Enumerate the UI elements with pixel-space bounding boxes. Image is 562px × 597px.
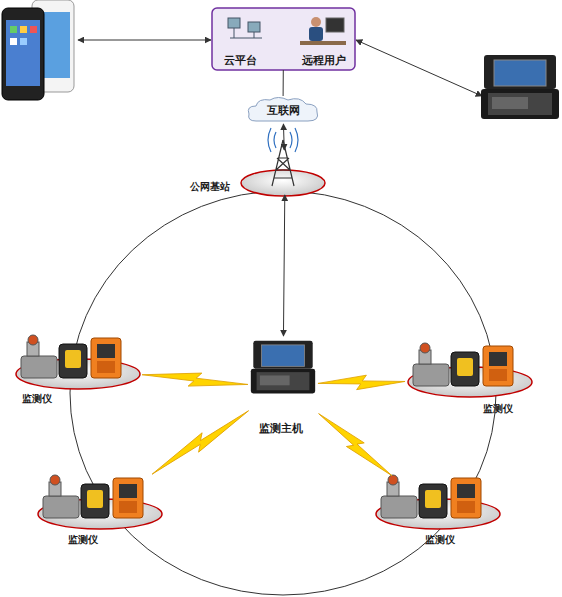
connector-line bbox=[283, 124, 285, 150]
wireless-bolt bbox=[318, 373, 406, 391]
cloud-platform-node: 云平台 远程用户 bbox=[212, 8, 355, 70]
monitor-set bbox=[408, 343, 532, 397]
monitor-node: 监测仪 bbox=[35, 475, 165, 547]
base-station-node: 公网基站 bbox=[245, 150, 325, 195]
node-label: 远程用户 bbox=[302, 54, 346, 67]
app-icon bbox=[10, 38, 17, 45]
lightning-shape bbox=[149, 404, 252, 481]
user-head bbox=[311, 17, 321, 27]
monitor-host-node: 监测主机 bbox=[248, 336, 318, 436]
network-wire bbox=[234, 28, 235, 38]
node-label: 监测仪 bbox=[483, 402, 513, 415]
link-line bbox=[283, 195, 284, 336]
app-icon bbox=[30, 26, 37, 33]
black-phone bbox=[2, 8, 44, 100]
node-label: 监测仪 bbox=[425, 533, 455, 546]
app-icon bbox=[10, 26, 17, 33]
server-icon bbox=[248, 22, 260, 32]
wireless-bolt bbox=[149, 404, 252, 481]
node-label: 互联网 bbox=[246, 104, 320, 117]
radio-waves bbox=[268, 128, 298, 152]
user-body bbox=[309, 27, 323, 41]
phone-screen bbox=[6, 20, 40, 86]
node-label: 监测仪 bbox=[68, 533, 98, 546]
user-monitor bbox=[326, 18, 344, 32]
server-icon bbox=[228, 18, 240, 28]
monitor-node: 监测仪 bbox=[405, 340, 535, 415]
app-icon bbox=[20, 38, 27, 45]
lightning-shape bbox=[318, 373, 406, 391]
wireless-bolt bbox=[141, 369, 248, 391]
tower-base bbox=[241, 170, 325, 196]
monitor-set bbox=[376, 475, 500, 529]
lightning-shape bbox=[314, 409, 397, 480]
link-line bbox=[356, 40, 482, 96]
wireless-bolt bbox=[314, 409, 397, 480]
monitor-node: 监测仪 bbox=[12, 335, 142, 407]
link-line bbox=[283, 124, 285, 150]
lightning-shape bbox=[141, 369, 248, 391]
user-desk bbox=[300, 41, 346, 45]
network-wire bbox=[230, 38, 262, 39]
monitor-set bbox=[16, 335, 140, 389]
cloud-platform-box bbox=[212, 8, 355, 70]
host-case bbox=[251, 341, 315, 394]
monitor-node: 监测仪 bbox=[372, 475, 502, 547]
link-line bbox=[78, 40, 211, 41]
connector-line bbox=[283, 195, 284, 336]
network-wire bbox=[254, 32, 255, 38]
link-line bbox=[283, 70, 284, 96]
connector-line bbox=[283, 70, 284, 96]
node-label: 公网基站 bbox=[190, 180, 230, 193]
node-label: 监测仪 bbox=[22, 392, 52, 405]
internet-cloud: 互联网 bbox=[246, 96, 320, 124]
node-label: 云平台 bbox=[224, 54, 257, 67]
laptop-case bbox=[481, 55, 559, 119]
monitor-set bbox=[38, 475, 162, 529]
node-label: 监测主机 bbox=[259, 422, 303, 435]
app-icon bbox=[20, 26, 27, 33]
